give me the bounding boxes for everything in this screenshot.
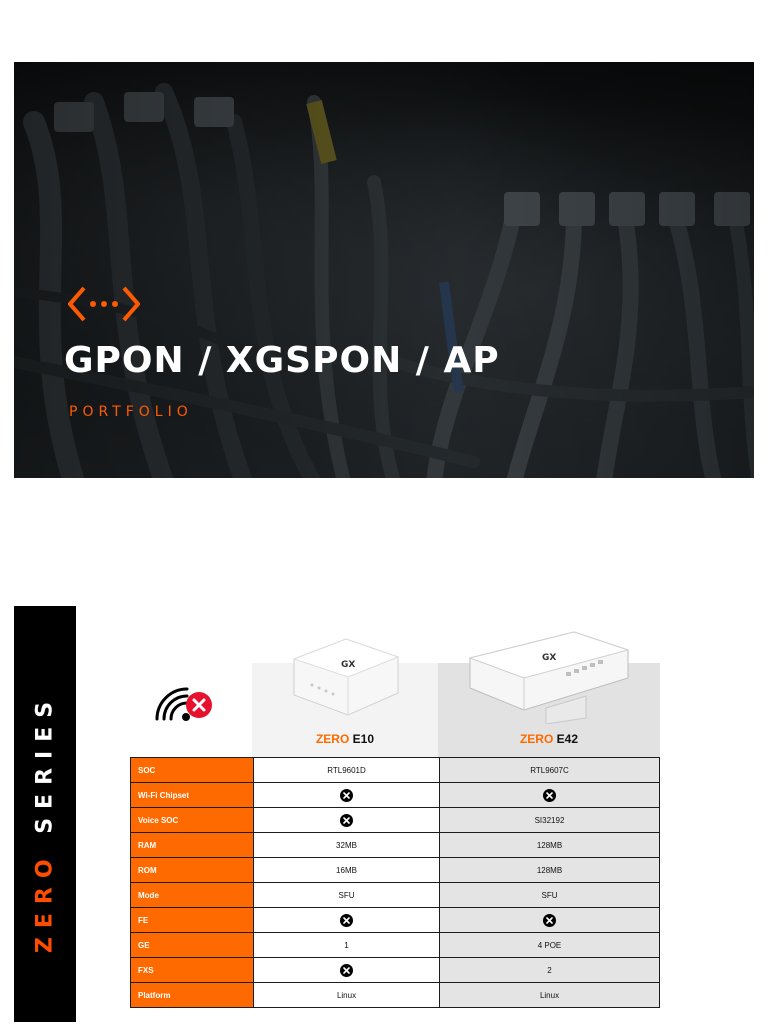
- cell-e42: SI32192: [439, 807, 660, 833]
- cell-e10: 32MB: [253, 832, 440, 858]
- cell-e42: [439, 782, 660, 808]
- table-row: Wi-Fi Chipset: [130, 782, 660, 808]
- x-icon: [340, 963, 353, 977]
- row-label: FXS: [130, 957, 254, 983]
- hero-subtitle: PORTFOLIO: [69, 404, 193, 420]
- hero-overlay: [14, 62, 754, 478]
- cable-background-image: [14, 83, 754, 478]
- cell-e10: SFU: [253, 882, 440, 908]
- x-icon: [340, 813, 353, 827]
- product-brand: ZERO: [315, 732, 350, 746]
- cell-e42: 2: [439, 957, 660, 983]
- cell-e42: Linux: [439, 982, 660, 1008]
- table-row: Voice SOC SI32192: [130, 807, 660, 833]
- product-brand: ZERO: [519, 732, 554, 746]
- series-label: ZERO SERIES: [33, 693, 58, 953]
- x-icon: [340, 788, 353, 802]
- cell-e42: SFU: [439, 882, 660, 908]
- cell-e10: [253, 782, 440, 808]
- cell-e10: Linux: [253, 982, 440, 1008]
- table-row: FXS 2: [130, 957, 660, 983]
- row-label: RAM: [130, 832, 254, 858]
- cell-e42: [439, 907, 660, 933]
- cell-e10: [253, 807, 440, 833]
- x-icon: [543, 913, 556, 927]
- row-label: FE: [130, 907, 254, 933]
- hero-title: GPON / XGSPON / AP: [64, 340, 500, 381]
- row-label: Mode: [130, 882, 254, 908]
- series-side-bar: ZERO SERIES: [14, 606, 76, 1022]
- product-model: E10: [352, 732, 375, 746]
- row-label: ROM: [130, 857, 254, 883]
- cell-e42: 128MB: [439, 832, 660, 858]
- chevron-dots-icon: [68, 286, 140, 322]
- cell-e10: RTL9601D: [253, 757, 440, 783]
- row-label: Platform: [130, 982, 254, 1008]
- device-e42-image: GX: [468, 631, 630, 724]
- device-e10-logo: GX: [341, 660, 355, 670]
- x-icon: [543, 788, 556, 802]
- product-name-e10: ZERO E10: [252, 732, 438, 746]
- no-wifi-icon: [155, 687, 212, 721]
- cell-e10: 1: [253, 932, 440, 958]
- series-word-zero: ZERO: [32, 850, 58, 954]
- device-e42-logo: GX: [542, 653, 556, 663]
- hero-banner: GPON / XGSPON / AP PORTFOLIO: [14, 62, 754, 478]
- product-name-e42: ZERO E42: [438, 732, 660, 746]
- cell-e42: 128MB: [439, 857, 660, 883]
- device-e10-image: GX: [292, 638, 400, 716]
- cell-e42: RTL9607C: [439, 757, 660, 783]
- product-model: E42: [556, 732, 579, 746]
- cell-e10: [253, 907, 440, 933]
- cell-e42: 4 POE: [439, 932, 660, 958]
- row-label: Wi-Fi Chipset: [130, 782, 254, 808]
- row-label: SOC: [130, 757, 254, 783]
- x-icon: [340, 913, 353, 927]
- cell-e10: 16MB: [253, 857, 440, 883]
- series-word-series: SERIES: [32, 692, 58, 834]
- table-row: FE: [130, 907, 660, 933]
- row-label: Voice SOC: [130, 807, 254, 833]
- row-label: GE: [130, 932, 254, 958]
- cell-e10: [253, 957, 440, 983]
